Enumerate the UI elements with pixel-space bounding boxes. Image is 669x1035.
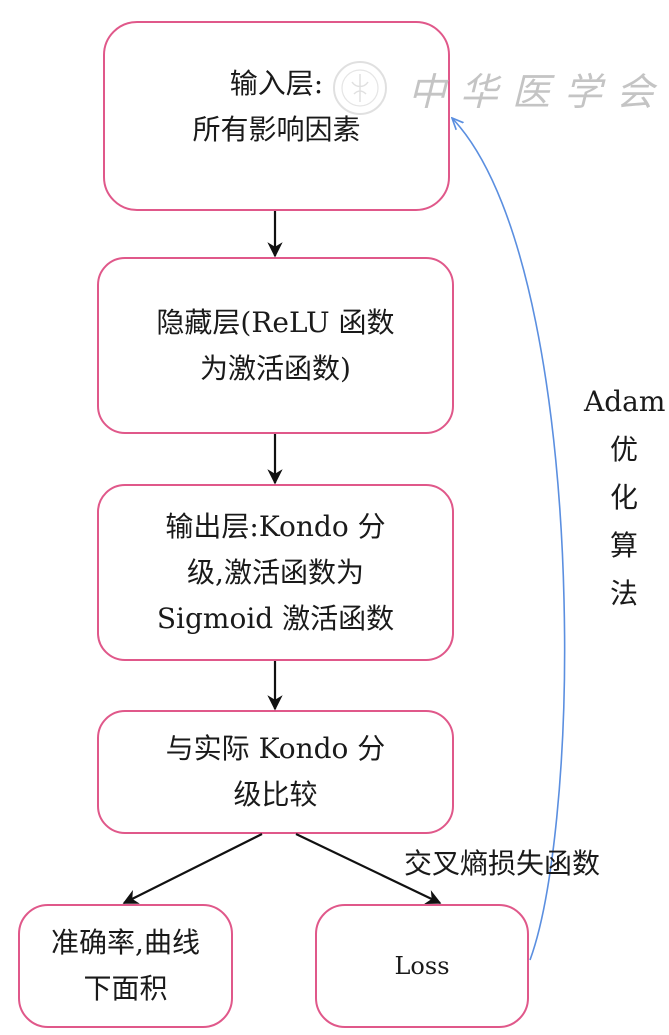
edge-label-optimizer: Adam 优 化 算 法 bbox=[584, 378, 666, 618]
node-hidden-layer: 隐藏层(ReLU 函数 为激活函数) bbox=[97, 257, 454, 434]
node-metrics-line-2: 下面积 bbox=[83, 972, 168, 1005]
optimizer-line-2: 优 bbox=[609, 433, 638, 466]
node-output-line-3: Sigmoid 激活函数 bbox=[156, 601, 395, 635]
node-output-layer: 输出层:Kondo 分 级,激活函数为 Sigmoid 激活函数 bbox=[97, 484, 454, 661]
feedback-curve-loss-to-input bbox=[452, 118, 566, 961]
node-metrics-line-1: 准确率,曲线 bbox=[51, 926, 200, 959]
node-compare-line-1: 与实际 Kondo 分 bbox=[165, 732, 386, 765]
node-hidden-line-2: 为激活函数) bbox=[200, 351, 351, 385]
node-loss-line-1: Loss bbox=[394, 952, 450, 980]
node-output-line-2: 级,激活函数为 bbox=[187, 555, 364, 589]
node-output-line-1: 输出层:Kondo 分 bbox=[165, 509, 386, 543]
optimizer-line-3: 化 bbox=[609, 481, 638, 514]
watermark-text: 中华医学会 bbox=[408, 69, 669, 114]
node-loss: Loss bbox=[315, 904, 529, 1028]
node-compare: 与实际 Kondo 分 级比较 bbox=[97, 710, 454, 834]
watermark: 中华医学会 bbox=[330, 58, 668, 118]
node-input-line-1: 输入层: bbox=[229, 67, 324, 100]
node-compare-line-2: 级比较 bbox=[233, 778, 318, 811]
optimizer-line-4: 算 bbox=[609, 529, 638, 562]
optimizer-line-5: 法 bbox=[609, 577, 638, 610]
node-hidden-line-1: 隐藏层(ReLU 函数 bbox=[156, 305, 395, 339]
node-metrics: 准确率,曲线 下面积 bbox=[18, 904, 233, 1028]
optimizer-line-1: Adam bbox=[584, 385, 666, 418]
edge-label-loss-function: 交叉熵损失函数 bbox=[404, 847, 601, 880]
node-input-layer: 输入层: 所有影响因素 bbox=[103, 21, 450, 211]
seal-icon bbox=[333, 61, 387, 115]
arrow-compare-to-metrics bbox=[122, 833, 263, 904]
node-input-line-2: 所有影响因素 bbox=[192, 113, 361, 146]
